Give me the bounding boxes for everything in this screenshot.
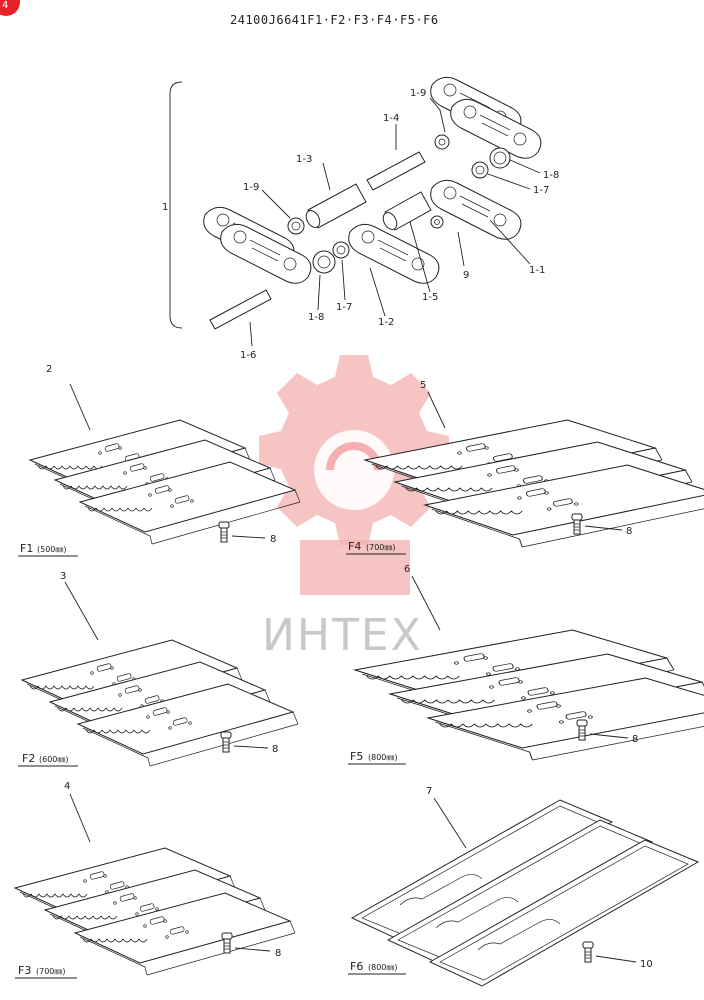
callout-6: 6 bbox=[404, 564, 410, 575]
bushing-1-3 bbox=[305, 183, 367, 229]
link-1-1 bbox=[430, 179, 522, 240]
callout-8-f2: 8 bbox=[272, 744, 278, 755]
callout-1-9-left: 1-9 bbox=[243, 182, 259, 193]
f4-code: F4 bbox=[348, 540, 361, 553]
f1-size: (500㎜) bbox=[37, 545, 67, 554]
callout-3: 3 bbox=[60, 571, 66, 582]
corner-badge-number: 4 bbox=[2, 0, 8, 11]
panel-f4: 5 8 F4 (700㎜) bbox=[346, 380, 704, 555]
f3-size: (700㎜) bbox=[36, 967, 66, 976]
panel-f1: 2 8 F1 (500㎜) bbox=[18, 364, 301, 557]
watermark-text: ИНТЕХ bbox=[262, 610, 423, 661]
seal-1-8-left bbox=[312, 250, 336, 274]
bolt-8 bbox=[221, 932, 233, 954]
callout-1-3: 1-3 bbox=[296, 154, 312, 165]
f3-code: F3 bbox=[18, 964, 31, 977]
callout-1-2: 1-2 bbox=[378, 317, 394, 328]
callout-8-f1: 8 bbox=[270, 534, 276, 545]
callout-1-8-top: 1-8 bbox=[543, 170, 559, 181]
callout-1-1: 1-1 bbox=[529, 265, 545, 276]
callout-4: 4 bbox=[64, 781, 70, 792]
watermark-logo bbox=[259, 355, 449, 595]
diagram-title: 24100J6641F1·F2·F3·F4·F5·F6 bbox=[230, 13, 439, 27]
seal-1-9-top bbox=[434, 134, 450, 150]
callout-1-6: 1-6 bbox=[240, 350, 256, 361]
seal-1-7-left bbox=[332, 241, 350, 259]
callout-8-f3: 8 bbox=[275, 948, 281, 959]
panel-f6: 7 10 F6 (800㎜) bbox=[348, 786, 700, 987]
corner-badge bbox=[0, 0, 20, 16]
seal-1-7-top bbox=[471, 161, 489, 179]
callout-9: 9 bbox=[463, 270, 469, 281]
f2-size: (600㎜) bbox=[39, 755, 69, 764]
f6-size: (800㎜) bbox=[368, 963, 398, 972]
seal-1-9-left bbox=[287, 217, 305, 235]
f2-code: F2 bbox=[22, 752, 35, 765]
callout-1-9-top: 1-9 bbox=[410, 88, 426, 99]
callout-10: 10 bbox=[640, 959, 653, 970]
bolt-10 bbox=[582, 941, 594, 963]
callout-5: 5 bbox=[420, 380, 426, 391]
bushing-1-5 bbox=[382, 191, 432, 231]
bolt-8 bbox=[220, 731, 232, 753]
callout-8-f5: 8 bbox=[632, 734, 638, 745]
callout-1-4: 1-4 bbox=[383, 113, 399, 124]
seal-1-8-top bbox=[489, 147, 511, 169]
callout-1-8-left: 1-8 bbox=[308, 312, 324, 323]
pin-1-6 bbox=[209, 289, 272, 330]
callout-7: 7 bbox=[426, 786, 432, 797]
panel-f2: 3 8 F2 (600㎜) bbox=[18, 571, 299, 767]
nut-9 bbox=[430, 215, 444, 229]
link-assembly: 1 bbox=[162, 76, 559, 361]
pin-1-4 bbox=[366, 151, 426, 191]
f5-size: (800㎜) bbox=[368, 753, 398, 762]
f6-code: F6 bbox=[350, 960, 363, 973]
panel-f3: 4 8 F3 (700㎜) bbox=[14, 781, 296, 979]
callout-8-f4: 8 bbox=[626, 526, 632, 537]
bolt-8 bbox=[218, 521, 230, 543]
callout-2: 2 bbox=[46, 364, 52, 375]
f4-size: (700㎜) bbox=[366, 543, 396, 552]
bolt-8 bbox=[571, 513, 583, 535]
panel-f5: 6 8 F5 (800㎜) bbox=[348, 564, 704, 765]
swamp-shoe bbox=[428, 839, 700, 987]
callout-1-5: 1-5 bbox=[422, 292, 438, 303]
callout-1-7-left: 1-7 bbox=[336, 302, 352, 313]
callout-1-7-top: 1-7 bbox=[533, 185, 549, 196]
callout-1: 1 bbox=[162, 202, 168, 213]
bolt-8 bbox=[576, 719, 588, 741]
f1-code: F1 bbox=[20, 542, 33, 555]
f5-code: F5 bbox=[350, 750, 363, 763]
